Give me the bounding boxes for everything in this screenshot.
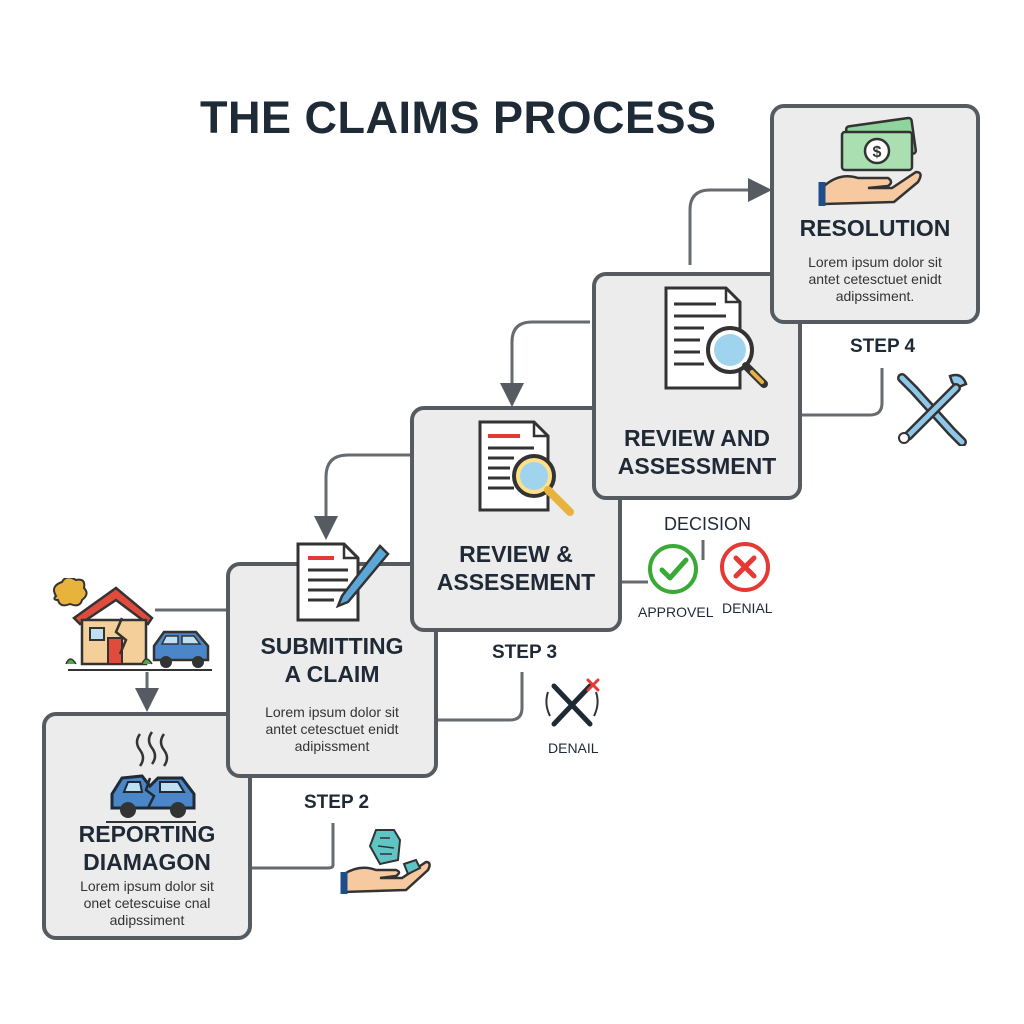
house-damage-icon	[48, 578, 218, 673]
denial-x-icon	[542, 676, 606, 734]
document-magnifier-icon	[660, 284, 772, 396]
step-title: SUBMITTING A CLAIM	[260, 633, 404, 687]
deny-x-icon	[718, 540, 772, 594]
step-label-4: STEP 4	[850, 336, 916, 357]
document-magnifier-icon	[474, 418, 584, 518]
step-card-reporting: REPORTING DIAMAGON Lorem ipsum dolor sit…	[42, 712, 252, 940]
svg-text:$: $	[873, 144, 882, 161]
denial-label: DENAIL	[548, 740, 599, 756]
car-crash-icon	[98, 726, 204, 826]
approval-label: APPROVEL	[638, 604, 714, 620]
money-hand-icon: $	[818, 116, 928, 206]
step-card-review-1: REVIEW & ASSESEMENT	[410, 406, 622, 632]
step-description: Lorem ipsum dolor sit antet cetesctuet e…	[265, 704, 399, 754]
decision-label: DECISION	[664, 514, 752, 534]
step-title: REPORTING DIAMAGON	[78, 821, 216, 875]
step-label-2: STEP 2	[304, 792, 370, 813]
document-pen-icon	[292, 540, 392, 624]
wrench-tools-icon	[890, 370, 970, 446]
denial-label: DENIAL	[722, 600, 773, 616]
step-description: Lorem ipsum dolor sit onet cetescuise cn…	[80, 878, 214, 928]
step-label-3: STEP 3	[492, 642, 558, 663]
step-title: RESOLUTION	[799, 215, 951, 241]
step-title: REVIEW AND ASSESSMENT	[617, 425, 777, 479]
step-card-resolution: $ RESOLUTION Lorem ipsum dolor sit antet…	[770, 104, 980, 324]
step-card-submitting: SUBMITTING A CLAIM Lorem ipsum dolor sit…	[226, 542, 438, 778]
approve-check-icon	[646, 542, 700, 596]
money-hand-icon	[340, 826, 432, 896]
step-title: REVIEW & ASSESEMENT	[436, 541, 596, 595]
step-card-review-2: REVIEW AND ASSESSMENT	[592, 272, 802, 500]
page-title: THE CLAIMS PROCESS	[200, 92, 717, 143]
step-description: Lorem ipsum dolor sit antet cetesctuet e…	[808, 254, 942, 304]
